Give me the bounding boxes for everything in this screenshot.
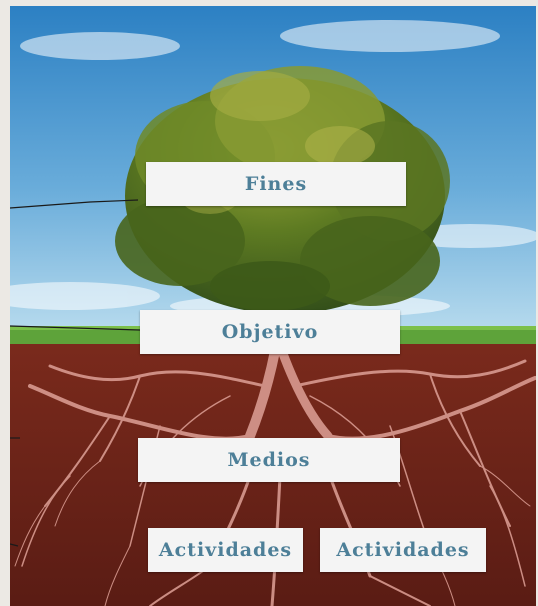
label-actividades-right: Actividades [320, 528, 486, 572]
label-objetivo: Objetivo [140, 310, 400, 354]
tree-illustration [10, 6, 536, 606]
label-actividades-left: Actividades [148, 528, 303, 572]
tree-scene: Fines Objetivo Medios Actividades Activi… [10, 6, 536, 606]
label-medios: Medios [138, 438, 400, 482]
label-fines: Fines [146, 162, 406, 206]
